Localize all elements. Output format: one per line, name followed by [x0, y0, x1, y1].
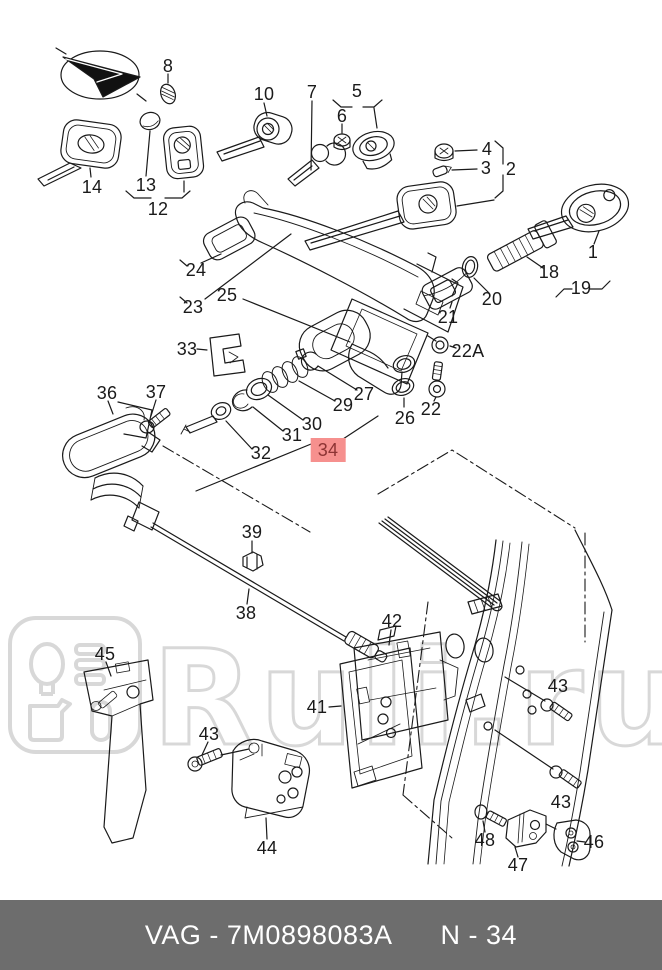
part-callout-29[interactable]: 29: [332, 395, 354, 415]
brand-logo: [55, 47, 147, 102]
part-callout-12[interactable]: 12: [147, 199, 169, 219]
part-callout-20[interactable]: 20: [481, 289, 503, 309]
part-callout-10[interactable]: 10: [253, 84, 275, 104]
part-callout-14[interactable]: 14: [81, 177, 103, 197]
part-callout-43-right-upper[interactable]: 43: [547, 676, 569, 696]
part-callout-26[interactable]: 26: [394, 408, 416, 428]
part-callout-19[interactable]: 19: [570, 278, 592, 298]
fasteners-group: [474, 676, 591, 861]
latch-module-group: [328, 625, 459, 789]
part-callout-22A[interactable]: 22A: [451, 341, 485, 361]
part-callout-36[interactable]: 36: [96, 383, 118, 403]
cable-group: [90, 472, 388, 663]
lock-bracket-group: [83, 659, 311, 844]
keys-group: [37, 73, 630, 298]
interior-handle-group: [62, 399, 171, 479]
part-callout-5[interactable]: 5: [351, 81, 363, 101]
part-callout-1[interactable]: 1: [587, 242, 599, 262]
part-callout-48[interactable]: 48: [474, 830, 496, 850]
part-callout-27[interactable]: 27: [353, 384, 375, 404]
part-callout-30[interactable]: 30: [301, 414, 323, 434]
diagram-canvas: Ruli.ru: [8, 47, 662, 875]
part-callout-7[interactable]: 7: [306, 82, 318, 102]
part-callout-25[interactable]: 25: [216, 285, 238, 305]
catalog-number: VAG - 7M0898083A: [144, 919, 393, 950]
part-callout-21[interactable]: 21: [437, 307, 459, 327]
part-callout-6[interactable]: 6: [336, 106, 348, 126]
part-callout-39[interactable]: 39: [241, 522, 263, 542]
diagram-artwork: Ruli.ru: [8, 47, 662, 867]
ruli-logo-icon: [8, 616, 142, 754]
part-callout-33[interactable]: 33: [176, 339, 198, 359]
part-callout-22[interactable]: 22: [420, 399, 442, 419]
part-callout-23[interactable]: 23: [182, 297, 204, 317]
part-callout-43-left[interactable]: 43: [198, 724, 220, 744]
part-callout-13[interactable]: 13: [135, 175, 157, 195]
part-callout-46[interactable]: 46: [583, 832, 605, 852]
page-number: N - 34: [440, 919, 518, 950]
part-callout-31[interactable]: 31: [281, 425, 303, 445]
part-callout-24[interactable]: 24: [185, 260, 207, 280]
part-callout-32[interactable]: 32: [250, 443, 272, 463]
part-callout-34[interactable]: 34: [310, 438, 346, 462]
part-callout-45[interactable]: 45: [94, 644, 116, 664]
part-callout-18[interactable]: 18: [538, 262, 560, 282]
part-callout-41[interactable]: 41: [306, 697, 328, 717]
door-frame-group: [378, 516, 613, 867]
handle-small-parts-group: [180, 348, 379, 492]
part-callout-8[interactable]: 8: [162, 56, 174, 76]
footer-bar: VAG - 7M0898083A N - 34: [0, 900, 662, 970]
part-callout-37[interactable]: 37: [145, 382, 167, 402]
part-callout-47[interactable]: 47: [507, 855, 529, 875]
part-callout-4[interactable]: 4: [481, 139, 493, 159]
part-callout-38[interactable]: 38: [235, 603, 257, 623]
part-callout-43-right-lower[interactable]: 43: [550, 792, 572, 812]
part-callout-3[interactable]: 3: [480, 158, 492, 178]
part-callout-44[interactable]: 44: [256, 838, 278, 858]
part-callout-42[interactable]: 42: [381, 611, 403, 631]
part-callout-2[interactable]: 2: [505, 159, 517, 179]
door-handle-group: [179, 190, 464, 408]
